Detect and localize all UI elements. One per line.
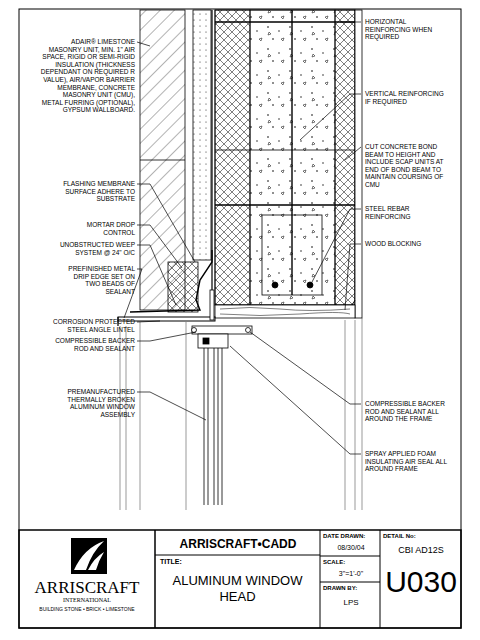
callout-note: COMPRESSIBLE BACKER ROD AND SEALANT ALL … [365, 400, 450, 423]
callout-note: ADAIR® LIMESTONE MASONRY UNIT, MIN. 1" A… [40, 38, 135, 114]
field-label: DETAIL No: [383, 533, 459, 540]
detail-code: CBI AD12S [383, 545, 459, 555]
wall-section [118, 10, 362, 510]
callout-note: PREMANUFACTURED THERMALLY BROKEN ALUMINU… [55, 388, 135, 418]
company-name: ARRISCRAFT•CADD [158, 537, 318, 551]
field-label: DRAWN BY: [323, 585, 379, 592]
field-value: 08/30/04 [323, 544, 379, 552]
callout-note: CORROSION PROTECTED STEEL ANGLE LINTEL [50, 318, 135, 333]
field-label: DATE DRAWN: [323, 533, 379, 540]
sheet-border [19, 9, 461, 628]
logo-subtitle: INTERNATIONAL [22, 597, 152, 604]
callout-note: COMPRESSIBLE BACKER ROD AND SEALANT [55, 337, 135, 352]
logo-tagline: BUILDING STONE • BRICK • LIMESTONE [22, 606, 152, 612]
callout-note: UNOBSTRUCTED WEEP SYSTEM @ 24" O/C [55, 241, 135, 256]
field-label: SCALE: [323, 559, 379, 566]
field-label: TITLE: [160, 558, 220, 566]
callout-note: MORTAR DROP CONTROL [55, 221, 135, 236]
callout-note: HORIZONTAL REINFORCING WHEN REQUIRED [365, 18, 450, 41]
callout-note: VERTICAL REINFORCING IF REQUIRED [365, 90, 450, 105]
callout-note: STEEL REBAR REINFORCING [365, 205, 450, 220]
callout-note: FLASHING MEMBRANE SURFACE ADHERE TO SUBS… [55, 180, 135, 203]
field-value: 3"=1'-0" [323, 570, 379, 578]
logo-name: ARRISCRAFT [22, 579, 152, 597]
logo-mark [71, 538, 107, 574]
detail-number: U030 [383, 566, 459, 598]
callout-note: PREFINISHED METAL DRIP EDGE SET ON TWO B… [60, 265, 135, 295]
leader-lines [124, 22, 361, 454]
field-value: LPS [323, 598, 379, 607]
callout-note: SPRAY APPLIED FOAM INSULATING AIR SEAL A… [365, 450, 450, 473]
callout-note: CUT CONCRETE BOND BEAM TO HEIGHT AND INC… [365, 143, 455, 189]
drawing-title: ALUMINUM WINDOW HEAD [170, 573, 305, 605]
title-block [19, 530, 461, 628]
callout-note: WOOD BLOCKING [365, 240, 450, 248]
